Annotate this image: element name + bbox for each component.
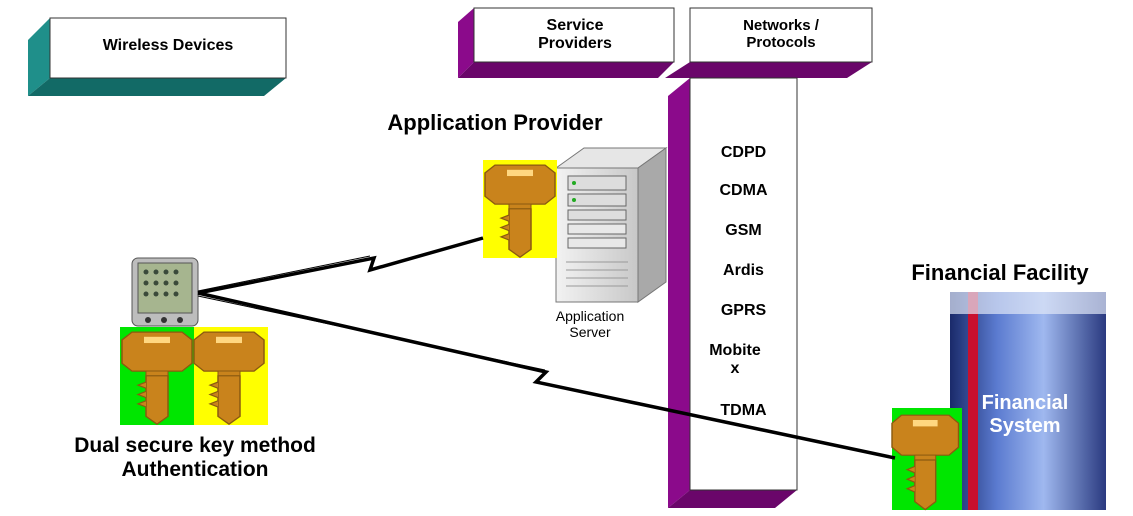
networks-protocols-header bbox=[665, 7, 873, 78]
application-server-icon bbox=[554, 147, 668, 303]
financial-key-icon bbox=[891, 408, 962, 511]
protocol-item: GSM bbox=[725, 222, 762, 239]
link-device-top bbox=[197, 255, 371, 292]
protocol-item: Ardis bbox=[723, 262, 764, 279]
wireless-devices-label: Wireless Devices bbox=[102, 37, 234, 54]
wireless-link-to-financial bbox=[197, 291, 896, 460]
protocol-item: GPRS bbox=[720, 302, 767, 319]
dual-key-icons bbox=[120, 327, 268, 425]
mainframe-icon bbox=[950, 292, 1106, 510]
connection-links bbox=[197, 236, 896, 460]
service-providers-label: Service Providers bbox=[538, 17, 612, 53]
financial-facility-title: Financial Facility bbox=[911, 260, 1089, 285]
financial-system-label: Financial System bbox=[981, 392, 1069, 437]
wireless-link-to-app-server bbox=[197, 236, 484, 295]
application-provider-title: Application Provider bbox=[387, 110, 603, 135]
link-device-bottom bbox=[197, 295, 546, 371]
protocol-item: Mobite x bbox=[709, 342, 761, 378]
protocol-item: CDMA bbox=[719, 182, 768, 199]
protocol-item: CDPD bbox=[720, 144, 767, 161]
wireless-devices-legend bbox=[28, 17, 287, 96]
app-server-key-icon bbox=[483, 160, 557, 258]
protocol-item: TDMA bbox=[720, 402, 767, 419]
pda-device-icon bbox=[131, 257, 199, 327]
protocols-column bbox=[668, 77, 798, 508]
dual-key-caption: Dual secure key method Authentication bbox=[74, 434, 316, 482]
service-providers-header bbox=[458, 7, 675, 78]
networks-protocols-label: Networks / Protocols bbox=[743, 17, 819, 52]
application-server-label: Application Server bbox=[555, 308, 625, 341]
